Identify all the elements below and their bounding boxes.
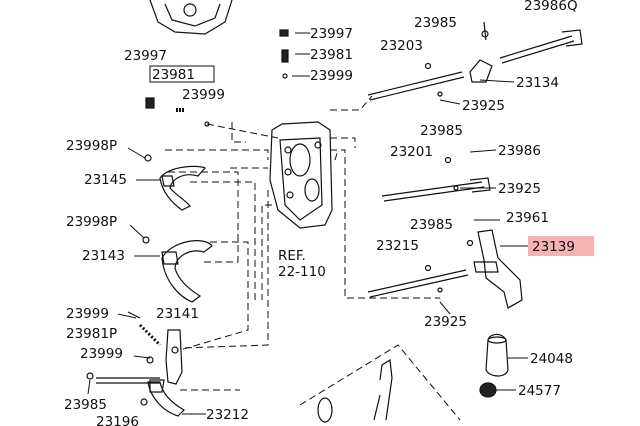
label-23961[interactable]: 23961	[506, 210, 549, 226]
label-23999-bottom[interactable]: 23999	[80, 346, 123, 362]
shift-cover-illustration	[269, 121, 333, 229]
label-23998p-a[interactable]: 23998P	[66, 138, 117, 154]
label-23986q[interactable]: 23986Q	[524, 0, 578, 14]
label-23203[interactable]: 23203	[380, 38, 423, 54]
label-23925-b[interactable]: 23925	[498, 181, 541, 197]
label-23196[interactable]: 23196	[96, 414, 139, 426]
label-24048[interactable]: 24048	[530, 351, 573, 367]
highlight-23139	[528, 236, 594, 256]
small-hardware-illustration	[145, 29, 443, 127]
label-leaders	[87, 32, 532, 415]
label-23985-bottom[interactable]: 23985	[64, 397, 107, 413]
lever-23141-illustration	[127, 311, 183, 385]
label-23981-left[interactable]: 23981	[152, 67, 195, 83]
label-23139[interactable]: 23139	[532, 239, 575, 255]
label-23201[interactable]: 23201	[390, 144, 433, 160]
label-23925-a[interactable]: 23925	[462, 98, 505, 114]
rail-23215-illustration	[367, 264, 469, 298]
label-23985-mid[interactable]: 23985	[420, 123, 463, 139]
label-23985-low[interactable]: 23985	[410, 217, 453, 233]
label-23212[interactable]: 23212	[206, 407, 249, 423]
label-23999-top[interactable]: 23999	[310, 68, 353, 84]
ref-label-line1: REF.	[278, 248, 306, 264]
label-23981-top[interactable]: 23981	[310, 47, 353, 63]
label-23925-c[interactable]: 23925	[424, 314, 467, 330]
label-23997-top[interactable]: 23997	[310, 26, 353, 42]
label-box-23981	[149, 65, 215, 83]
rail-23986q-illustration	[481, 21, 583, 64]
rod-23196-illustration	[86, 372, 160, 384]
rail-23203-illustration	[367, 59, 493, 101]
knob-24048-illustration	[485, 333, 509, 377]
transmission-case-illustration	[149, 0, 233, 35]
fork-23212-illustration	[140, 379, 185, 417]
label-23997-left[interactable]: 23997	[124, 48, 167, 64]
label-23981p[interactable]: 23981P	[66, 326, 117, 342]
rail-23201-illustration	[381, 156, 491, 202]
shift-lever-illustration	[317, 358, 393, 423]
leader-lines	[165, 95, 461, 421]
label-23985-top[interactable]: 23985	[414, 15, 457, 31]
label-23215[interactable]: 23215	[376, 238, 419, 254]
label-23145[interactable]: 23145	[84, 172, 127, 188]
label-23998p-b[interactable]: 23998P	[66, 214, 117, 230]
nut-24577-illustration	[479, 382, 497, 398]
ref-label-line2: 22-110	[278, 264, 326, 280]
label-23999-low[interactable]: 23999	[66, 306, 109, 322]
label-23143[interactable]: 23143	[82, 248, 125, 264]
label-23999-left[interactable]: 23999	[182, 87, 225, 103]
label-23986[interactable]: 23986	[498, 143, 541, 159]
fork-23139-illustration	[466, 229, 523, 309]
label-23141[interactable]: 23141	[156, 306, 199, 322]
label-23134[interactable]: 23134	[516, 75, 559, 91]
label-24577[interactable]: 24577	[518, 383, 561, 399]
fork-23143-illustration	[142, 236, 213, 303]
